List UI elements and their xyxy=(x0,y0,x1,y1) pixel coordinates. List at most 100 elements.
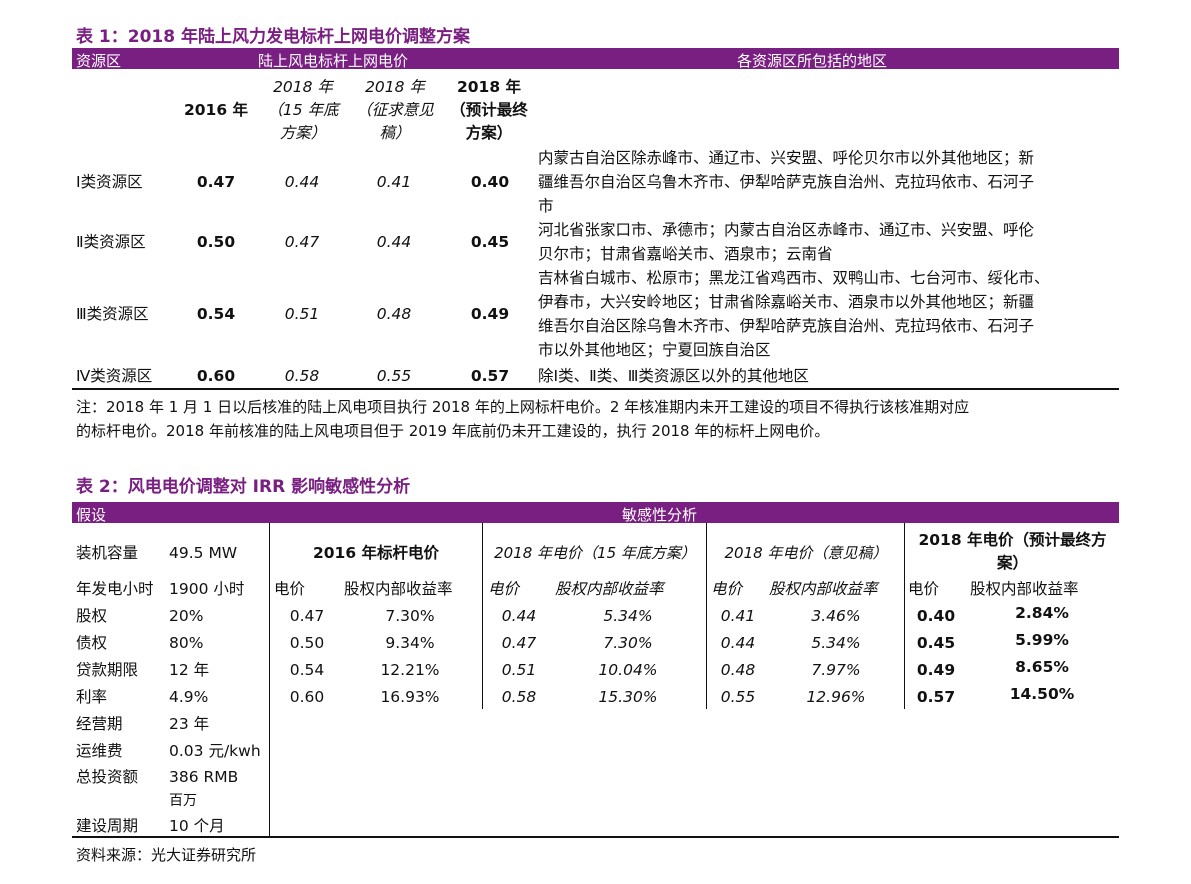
group3-col-irr: 股权内部收益率 xyxy=(769,580,878,598)
row2-areas-line2: 贝尔市；甘肃省嘉峪关市、酒泉市；云南省 xyxy=(538,245,833,263)
assume-value-rate: 4.9% xyxy=(169,688,209,706)
row3-areas-line3: 维吾尔自治区除乌鲁木齐市、伊犁哈萨克族自治州、克拉玛依市、石河子 xyxy=(538,317,1035,335)
assume-label-rate: 利率 xyxy=(76,688,108,706)
assume-value-investment-unit: 百万 xyxy=(169,793,197,809)
assume-value-hours: 1900 小时 xyxy=(169,580,245,598)
assume-label-loan-term: 贷款期限 xyxy=(76,661,139,679)
row2-2018b: 0.44 xyxy=(376,233,412,251)
group2-irr: 15.30% xyxy=(598,688,658,706)
row1-2018b: 0.41 xyxy=(376,173,412,191)
row1-zone: Ⅰ类资源区 xyxy=(76,173,143,191)
row2-zone: Ⅱ类资源区 xyxy=(76,233,146,251)
subheader-2018b-line1: 2018 年 xyxy=(365,78,425,96)
row1-areas-line1: 内蒙古自治区除赤峰市、通辽市、兴安盟、呼伦贝尔市以外其他地区；新 xyxy=(538,149,1035,167)
table1-bottom-rule xyxy=(72,388,1119,390)
group4-price: 0.57 xyxy=(916,688,956,706)
group1-irr: 7.30% xyxy=(385,607,435,625)
table1-title: 表 1：2018 年陆上风力发电标杆上网电价调整方案 xyxy=(76,27,470,47)
group1-title: 2016 年标杆电价 xyxy=(312,544,440,562)
group3-irr: 12.96% xyxy=(806,688,866,706)
assume-label-om: 运维费 xyxy=(76,742,123,760)
table1-note-line2: 的标杆电价。2018 年前核准的陆上风电项目但于 2019 年底前仍未开工建设的… xyxy=(76,422,830,440)
group1-col-price: 电价 xyxy=(274,580,306,598)
header-assume: 假设 xyxy=(76,506,107,524)
group4-col-price: 电价 xyxy=(908,580,940,598)
assume-label-hours: 年发电小时 xyxy=(76,580,154,598)
row4-2018a: 0.58 xyxy=(284,367,320,385)
subheader-2018c-line2: （预计最终 xyxy=(450,101,528,119)
row3-areas-line2: 伊春市，大兴安岭地区；甘肃省除嘉峪关市、酒泉市以外其他地区；新疆 xyxy=(538,293,1035,311)
group2-col-price: 电价 xyxy=(488,580,520,598)
group4-irr: 14.50% xyxy=(1009,685,1075,703)
group3-irr: 7.97% xyxy=(811,661,861,679)
table1-note-line1: 注：2018 年 1 月 1 日以后核准的陆上风电项目执行 2018 年的上网标… xyxy=(76,398,970,416)
subheader-2016: 2016 年 xyxy=(183,101,249,119)
assume-label-capacity: 装机容量 xyxy=(76,544,139,562)
group3-irr: 5.34% xyxy=(811,634,861,652)
group3-col-price: 电价 xyxy=(711,580,743,598)
subheader-2018b-line3: 稿） xyxy=(379,124,411,142)
assume-value-operation: 23 年 xyxy=(169,715,210,733)
row2-2016: 0.50 xyxy=(196,233,236,251)
assume-value-om: 0.03 元/kwh xyxy=(169,742,261,760)
row3-zone: Ⅲ类资源区 xyxy=(76,305,149,323)
divider-group3 xyxy=(706,523,707,709)
group4-irr: 5.99% xyxy=(1015,631,1069,649)
group4-irr: 2.84% xyxy=(1015,604,1069,622)
group2-title: 2018 年电价（15 年底方案） xyxy=(494,544,696,562)
group3-price: 0.55 xyxy=(720,688,756,706)
assume-label-debt: 债权 xyxy=(76,634,108,652)
header-sens: 敏感性分析 xyxy=(622,506,698,524)
row1-2018c: 0.40 xyxy=(470,173,510,191)
row3-areas-line1: 吉林省白城市、松原市；黑龙江省鸡西市、双鸭山市、七台河市、绥化市、 xyxy=(538,269,1050,287)
assume-label-operation: 经营期 xyxy=(76,715,123,733)
row4-2016: 0.60 xyxy=(196,367,236,385)
source-note: 资料来源：光大证券研究所 xyxy=(76,846,257,864)
divider-group2 xyxy=(482,523,483,709)
subheader-2018c-line3: 方案） xyxy=(465,124,513,142)
group2-price: 0.47 xyxy=(501,634,537,652)
subheader-2018a-line1: 2018 年 xyxy=(273,78,333,96)
table1-header-bar: 资源区 陆上风电标杆上网电价 各资源区所包括的地区 xyxy=(72,48,1119,70)
row3-areas-line4: 市以外其他地区；宁夏回族自治区 xyxy=(538,341,771,359)
row4-zone: Ⅳ类资源区 xyxy=(76,367,153,385)
row3-2018a: 0.51 xyxy=(284,305,320,323)
row2-areas-line1: 河北省张家口市、承德市；内蒙古自治区赤峰市、通辽市、兴安盟、呼伦 xyxy=(538,221,1035,239)
group1-irr: 9.34% xyxy=(385,634,435,652)
assume-value-investment: 386 RMB xyxy=(169,768,239,786)
subheader-2018a-line2: （15 年底 xyxy=(267,101,339,119)
row2-2018a: 0.47 xyxy=(284,233,320,251)
group4-irr: 8.65% xyxy=(1015,658,1069,676)
subheader-2018a-line3: 方案） xyxy=(279,124,327,142)
divider-assumptions xyxy=(269,523,270,836)
row4-2018c: 0.57 xyxy=(470,367,510,385)
group2-price: 0.51 xyxy=(501,661,537,679)
subheader-2018c-line1: 2018 年 xyxy=(456,78,522,96)
assume-value-debt: 80% xyxy=(169,634,204,652)
group1-col-irr: 股权内部收益率 xyxy=(344,580,453,598)
group1-irr: 16.93% xyxy=(380,688,440,706)
row3-2016: 0.54 xyxy=(196,305,236,323)
row1-2016: 0.47 xyxy=(196,173,236,191)
header-zone: 资源区 xyxy=(76,52,122,70)
group4-col-irr: 股权内部收益率 xyxy=(970,580,1079,598)
group3-price: 0.48 xyxy=(720,661,756,679)
group2-irr: 5.34% xyxy=(603,607,653,625)
row1-areas-line2: 疆维吾尔自治区乌鲁木齐市、伊犁哈萨克族自治州、克拉玛依市、石河子 xyxy=(538,173,1035,191)
row3-2018c: 0.49 xyxy=(470,305,510,323)
group3-price: 0.41 xyxy=(720,607,756,625)
group1-price: 0.54 xyxy=(289,661,325,679)
row1-areas-line3: 市 xyxy=(538,197,554,215)
row4-areas-line1: 除Ⅰ类、Ⅱ类、Ⅲ类资源区以外的其他地区 xyxy=(538,367,809,385)
assume-value-loan-term: 12 年 xyxy=(169,661,210,679)
assume-value-construction: 10 个月 xyxy=(169,817,225,835)
group4-title-line1: 2018 年电价（预计最终方 xyxy=(918,531,1107,549)
row1-2018a: 0.44 xyxy=(284,173,320,191)
group1-price: 0.47 xyxy=(289,607,325,625)
assume-value-capacity: 49.5 MW xyxy=(169,544,238,562)
row4-2018b: 0.55 xyxy=(376,367,412,385)
group2-irr: 7.30% xyxy=(603,634,653,652)
group3-title: 2018 年电价（意见稿） xyxy=(724,544,888,562)
group4-price: 0.45 xyxy=(916,634,956,652)
group2-price: 0.44 xyxy=(501,607,537,625)
